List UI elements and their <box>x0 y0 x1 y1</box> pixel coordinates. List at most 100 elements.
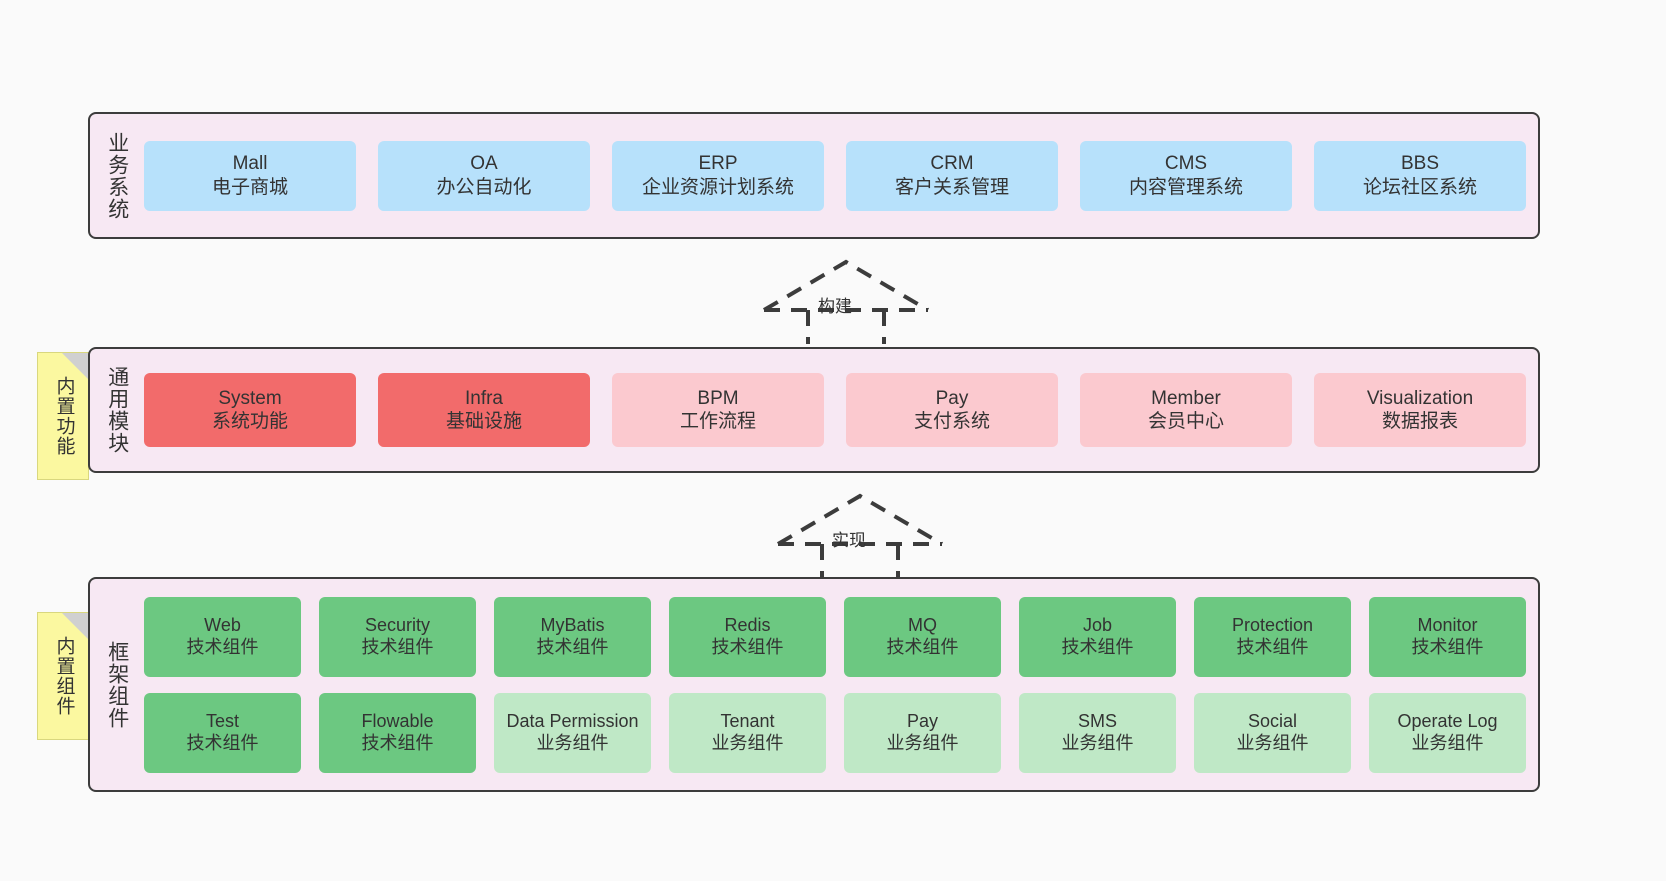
card-pay-component[interactable]: Pay 业务组件 <box>844 692 1001 773</box>
card-mall[interactable]: Mall 电子商城 <box>144 140 356 211</box>
card-row: Mall 电子商城 OA 办公自动化 ERP 企业资源计划系统 CRM 客户关系… <box>144 140 1526 211</box>
card-subtitle: 数据报表 <box>1381 411 1458 432</box>
card-social[interactable]: Social 业务组件 <box>1194 692 1351 773</box>
card-infra[interactable]: Infra 基础设施 <box>378 373 590 447</box>
card-title: SMS <box>1077 710 1117 731</box>
card-cms[interactable]: CMS 内容管理系统 <box>1080 140 1292 211</box>
card-title: System <box>218 387 282 409</box>
card-title: Pay <box>935 387 969 409</box>
card-subtitle: 业务组件 <box>711 732 784 753</box>
layer-business-system: 业务系统 Mall 电子商城 OA 办公自动化 ERP 企业资源计划系统 CRM… <box>88 112 1540 239</box>
card-subtitle: 工作流程 <box>679 411 756 432</box>
layer-framework-components: 框架组件 Web 技术组件 Security 技术组件 MyBatis 技术组件… <box>88 577 1540 792</box>
folded-corner-icon <box>62 353 88 379</box>
card-bbs[interactable]: BBS 论坛社区系统 <box>1314 140 1526 211</box>
card-subtitle: 技术组件 <box>1411 636 1484 657</box>
card-subtitle: 业务组件 <box>1061 732 1134 753</box>
card-bpm[interactable]: BPM 工作流程 <box>612 373 824 447</box>
card-subtitle: 技术组件 <box>1061 636 1134 657</box>
note-label: 内置组件 <box>53 636 75 716</box>
card-title: Visualization <box>1366 387 1474 409</box>
note-builtin-features: 内置功能 <box>37 352 89 480</box>
card-test[interactable]: Test 技术组件 <box>144 692 301 773</box>
card-tenant[interactable]: Tenant 业务组件 <box>669 692 826 773</box>
card-subtitle: 基础设施 <box>445 411 522 432</box>
card-title: Test <box>205 710 239 731</box>
card-subtitle: 支付系统 <box>913 411 990 432</box>
card-mybatis[interactable]: MyBatis 技术组件 <box>494 596 651 677</box>
card-title: Web <box>204 614 241 635</box>
card-title: OA <box>470 153 498 175</box>
connector-label-build: 构建 <box>818 297 852 316</box>
card-subtitle: 技术组件 <box>711 636 784 657</box>
card-visualization[interactable]: Visualization 数据报表 <box>1314 373 1526 447</box>
layer-body-common-modules: System 系统功能 Infra 基础设施 BPM 工作流程 Pay 支付系统… <box>144 349 1538 471</box>
card-subtitle: 技术组件 <box>186 636 259 657</box>
card-subtitle: 电子商城 <box>211 176 288 198</box>
card-row: System 系统功能 Infra 基础设施 BPM 工作流程 Pay 支付系统… <box>144 373 1526 447</box>
card-title: Social <box>1247 710 1298 731</box>
connector-label-implement: 实现 <box>832 531 866 550</box>
card-row: Web 技术组件 Security 技术组件 MyBatis 技术组件 Redi… <box>144 596 1526 677</box>
card-subtitle: 客户关系管理 <box>894 176 1009 198</box>
card-oa[interactable]: OA 办公自动化 <box>378 140 590 211</box>
card-job[interactable]: Job 技术组件 <box>1019 596 1176 677</box>
card-subtitle: 技术组件 <box>361 732 434 753</box>
note-label: 内置功能 <box>53 376 75 456</box>
card-title: CMS <box>1164 153 1208 175</box>
card-subtitle: 技术组件 <box>361 636 434 657</box>
card-title: MQ <box>908 614 937 635</box>
card-title: Tenant <box>720 710 775 731</box>
card-subtitle: 技术组件 <box>1236 636 1309 657</box>
layer-body-business-system: Mall 电子商城 OA 办公自动化 ERP 企业资源计划系统 CRM 客户关系… <box>144 114 1538 237</box>
card-mq[interactable]: MQ 技术组件 <box>844 596 1001 677</box>
card-title: BBS <box>1400 153 1440 175</box>
card-monitor[interactable]: Monitor 技术组件 <box>1369 596 1526 677</box>
card-operate-log[interactable]: Operate Log 业务组件 <box>1369 692 1526 773</box>
card-protection[interactable]: Protection 技术组件 <box>1194 596 1351 677</box>
layer-common-modules: 通用模块 System 系统功能 Infra 基础设施 BPM 工作流程 Pay… <box>88 347 1540 473</box>
connector-implement: 实现 <box>770 492 950 578</box>
card-subtitle: 内容管理系统 <box>1128 176 1243 198</box>
layer-body-framework-components: Web 技术组件 Security 技术组件 MyBatis 技术组件 Redi… <box>144 579 1538 790</box>
card-title: Mall <box>232 153 268 175</box>
card-subtitle: 技术组件 <box>536 636 609 657</box>
card-row: Test 技术组件 Flowable 技术组件 Data Permission … <box>144 692 1526 773</box>
card-security[interactable]: Security 技术组件 <box>319 596 476 677</box>
card-subtitle: 论坛社区系统 <box>1362 176 1477 198</box>
card-member[interactable]: Member 会员中心 <box>1080 373 1292 447</box>
card-redis[interactable]: Redis 技术组件 <box>669 596 826 677</box>
card-system[interactable]: System 系统功能 <box>144 373 356 447</box>
card-title: ERP <box>698 153 738 175</box>
card-title: BPM <box>697 387 739 409</box>
card-sms[interactable]: SMS 业务组件 <box>1019 692 1176 773</box>
card-title: Monitor <box>1417 614 1478 635</box>
card-pay-module[interactable]: Pay 支付系统 <box>846 373 1058 447</box>
card-title: CRM <box>930 153 974 175</box>
card-subtitle: 业务组件 <box>536 732 609 753</box>
card-title: Redis <box>724 614 771 635</box>
card-title: MyBatis <box>540 614 605 635</box>
card-data-permission[interactable]: Data Permission 业务组件 <box>494 692 651 773</box>
layer-title-common-modules: 通用模块 <box>105 366 129 454</box>
card-title: Member <box>1151 387 1221 409</box>
card-subtitle: 业务组件 <box>886 732 959 753</box>
card-title: Protection <box>1231 614 1314 635</box>
card-subtitle: 业务组件 <box>1236 732 1309 753</box>
card-title: Job <box>1082 614 1113 635</box>
card-title: Data Permission <box>506 710 639 731</box>
card-subtitle: 办公自动化 <box>436 176 532 198</box>
card-subtitle: 业务组件 <box>1411 732 1484 753</box>
card-subtitle: 系统功能 <box>211 411 288 432</box>
card-title: Infra <box>464 387 504 409</box>
card-flowable[interactable]: Flowable 技术组件 <box>319 692 476 773</box>
card-title: Pay <box>906 710 939 731</box>
card-title: Flowable <box>361 710 434 731</box>
card-web[interactable]: Web 技术组件 <box>144 596 301 677</box>
card-title: Security <box>364 614 431 635</box>
card-subtitle: 技术组件 <box>886 636 959 657</box>
card-crm[interactable]: CRM 客户关系管理 <box>846 140 1058 211</box>
card-subtitle: 技术组件 <box>186 732 259 753</box>
card-erp[interactable]: ERP 企业资源计划系统 <box>612 140 824 211</box>
